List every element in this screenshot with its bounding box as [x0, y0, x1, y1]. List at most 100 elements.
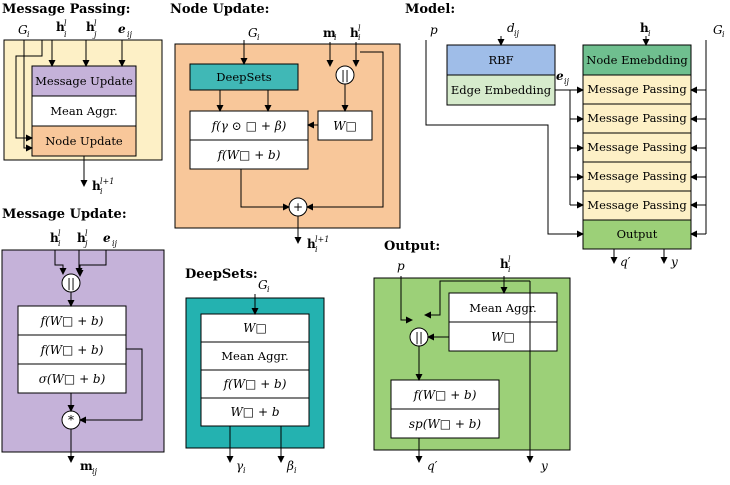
svg-text:l: l [64, 19, 67, 28]
mu-concat-symbol: || [67, 276, 75, 290]
model-output-q: q′ [620, 255, 631, 269]
model-mp-block-1 [582, 74, 692, 105]
svg-text:l: l [508, 255, 511, 264]
ds-output-gamma: γ [236, 459, 244, 473]
model-mp-label-2: Message Passing [587, 111, 687, 125]
svg-text:i: i [267, 285, 270, 294]
svg-text:ij: ij [112, 239, 118, 248]
mu-mult-symbol: * [68, 413, 74, 427]
message-update-title: Message Update: [2, 207, 127, 222]
message-passing-panel: Message Passing: G i h l i h l j e ij Me… [2, 2, 163, 196]
model-title: Model: [405, 2, 455, 17]
model-mp-label-4: Message Passing [587, 169, 687, 183]
model-edge-embedding-label: Edge Embedding [451, 83, 552, 97]
svg-text:ij: ij [127, 30, 133, 39]
mu-sigma-block [17, 363, 127, 394]
deepsets-panel: DeepSets: G i W□ Mean Aggr. f(W□ + b) W□… [185, 267, 325, 475]
mp-input-e: e [118, 22, 126, 36]
ds-mean-aggr-label: Mean Aggr. [221, 349, 288, 363]
mp-message-update-label: Message Update [35, 74, 133, 88]
mu-mlp-label-1: f(W□ + b) [40, 314, 104, 328]
output-panel: Output: p h l i Mean Aggr. W□ || f(W□ + … [373, 239, 571, 473]
ds-affine-label: W□ + b [230, 405, 279, 419]
nu-output-h: h [307, 237, 316, 251]
mu-input-h-j: h [77, 231, 86, 245]
svg-text:i: i [243, 466, 246, 475]
model-mp-block-3 [582, 132, 692, 163]
out-output-y: y [540, 459, 548, 473]
out-input-h: h [500, 257, 509, 271]
mu-input-e: e [103, 231, 111, 245]
out-softplus-label: sp(W□ + b) [409, 417, 482, 431]
ds-linear-block [200, 313, 310, 343]
svg-text:i: i [27, 30, 30, 39]
svg-text:l: l [94, 19, 97, 28]
svg-text:l: l [85, 229, 88, 238]
ds-linear-label: W□ [243, 321, 267, 335]
nu-input-g: G [248, 26, 258, 40]
out-mlp-label: f(W□ + b) [413, 388, 477, 402]
out-input-p: p [397, 259, 405, 273]
nu-input-h: h [350, 26, 359, 40]
model-node-embedding-label: Node Emebdding [586, 53, 688, 67]
mp-node-update-label: Node Update [45, 134, 123, 148]
svg-text:i: i [334, 33, 337, 42]
svg-text:i: i [358, 33, 361, 42]
model-input-h: h [640, 21, 649, 35]
model-mp-label-3: Message Passing [587, 140, 687, 154]
out-mean-aggr-label: Mean Aggr. [469, 301, 536, 315]
model-output-block [582, 219, 692, 250]
node-update-panel: Node Update: G i m i h l i DeepSets || f… [170, 2, 401, 254]
model-rbf-label: RBF [488, 53, 513, 67]
nu-deepsets-label: DeepSets [216, 70, 271, 84]
node-update-title: Node Update: [170, 2, 269, 17]
nu-film-label: f(γ ⊙ □ + β) [211, 119, 287, 133]
mu-output-m: m [80, 459, 93, 473]
nu-linear-label: W□ [333, 119, 357, 133]
message-update-panel: Message Update: h l i h l j e ij || f(W□… [1, 207, 165, 476]
svg-text:i: i [722, 30, 725, 39]
svg-text:i: i [64, 30, 67, 39]
svg-text:i: i [294, 466, 297, 475]
svg-text:ij: ij [564, 77, 570, 86]
mu-mlp-block-2 [17, 334, 127, 365]
out-concat-symbol: || [415, 330, 423, 344]
ds-affine-block [200, 397, 310, 427]
model-panel: Model: p d ij h i G i RBF Edge Embedding… [405, 2, 725, 269]
model-rbf-block [446, 44, 556, 76]
nu-mlp-label: f(W□ + b) [217, 148, 281, 162]
nu-mlp-block [189, 139, 309, 170]
nu-input-m: m [323, 26, 336, 40]
mp-output-h: h [92, 179, 101, 193]
mp-input-h-i: h [56, 20, 65, 34]
svg-text:ij: ij [514, 29, 520, 38]
svg-text:i: i [58, 239, 61, 248]
mu-input-h-i: h [50, 231, 59, 245]
ds-input-g: G [258, 278, 268, 292]
mp-message-update-block [31, 65, 137, 97]
svg-text:l: l [358, 24, 361, 33]
svg-text:j: j [83, 239, 88, 248]
svg-text:ij: ij [92, 467, 98, 476]
nu-deepsets-block [189, 63, 299, 91]
model-output-label: Output [617, 227, 658, 241]
svg-text:j: j [92, 30, 97, 39]
out-linear-block [448, 321, 558, 352]
nu-add-symbol: + [293, 200, 303, 214]
mp-mean-aggr-label: Mean Aggr. [50, 104, 117, 118]
mp-input-g: G [18, 23, 28, 37]
model-mp-label-5: Message Passing [587, 198, 687, 212]
ds-mlp-block [200, 369, 310, 399]
model-input-g: G [713, 23, 723, 37]
mp-input-h-j: h [86, 20, 95, 34]
out-linear-label: W□ [491, 330, 515, 344]
model-edge-e: e [556, 69, 564, 83]
ds-output-beta: β [286, 459, 294, 473]
model-input-p: p [430, 23, 438, 37]
svg-text:l: l [58, 229, 61, 238]
svg-text:i: i [100, 187, 103, 196]
nu-concat-symbol: || [341, 68, 349, 82]
model-mp-label-1: Message Passing [587, 82, 687, 96]
ds-mean-aggr-block [200, 341, 310, 371]
